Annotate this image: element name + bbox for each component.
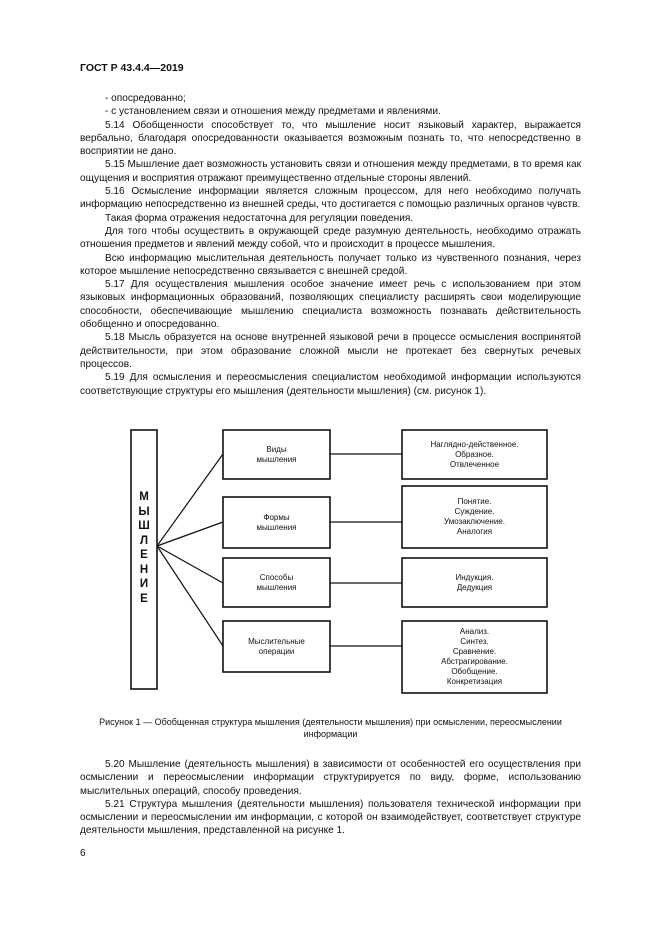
box-line: мышления	[256, 454, 297, 464]
box-line: Суждение.	[454, 507, 495, 516]
box-line: Образное.	[455, 449, 494, 459]
vertical-letter: Ш	[138, 520, 150, 532]
body-text-top: - опосредованно; - с установлением связи …	[80, 92, 581, 398]
box-line: Индукция.	[455, 572, 494, 582]
paragraph: Для того чтобы осуществить в окружающей …	[80, 225, 581, 251]
paragraph: 5.18 Мысль образуется на основе внутренн…	[80, 332, 581, 370]
thinking-box	[130, 429, 158, 690]
connector-line	[156, 453, 224, 547]
vertical-letter: Е	[140, 592, 148, 605]
box-line: мышления	[256, 582, 297, 592]
right-box-forms	[401, 485, 548, 549]
body-text-bottom: 5.20 Мышление (деятельность мышления) в …	[80, 758, 581, 838]
figure-caption: Рисунок 1 — Обобщенная структура мышлени…	[99, 717, 562, 739]
box-line: Наглядно-действенное.	[430, 439, 519, 449]
vertical-letter: Ы	[138, 505, 150, 518]
right-box-label: Индукция.Дедукция	[402, 558, 547, 607]
vertical-letter: М	[139, 491, 149, 503]
vertical-letter: Л	[139, 534, 149, 547]
paragraph: Всю информацию мыслительная деятельность…	[80, 252, 581, 277]
connector-line	[156, 545, 224, 584]
paragraph: 5.15 Мышление дает возможность установит…	[80, 159, 581, 184]
paragraph: - опосредованно;	[105, 93, 186, 104]
right-box-label: Наглядно-действенное.Образное.Отвлеченно…	[402, 430, 547, 479]
paragraph: 5.21 Структура мышления (деятельности мы…	[80, 798, 581, 837]
box-line: Абстрагирование.	[441, 657, 508, 666]
box-line: Конкретизация	[446, 677, 503, 686]
vertical-letter: Е	[140, 549, 148, 561]
box-line: Дедукция	[456, 582, 493, 592]
box-line: Обобщение.	[451, 667, 498, 676]
box-line: Отвлеченное	[449, 459, 500, 469]
paragraph: - с установлением связи и отношения межд…	[105, 106, 441, 118]
box-line: Мыслительные	[248, 636, 305, 646]
paragraph: 5.19 Для осмысления и переосмысления спе…	[80, 372, 581, 397]
vertical-letter: Н	[139, 563, 149, 576]
paragraph: 5.17 Для осуществления мышления особое з…	[80, 279, 581, 331]
paragraph: 5.16 Осмысление информации является слож…	[80, 186, 581, 211]
box-line: Синтез.	[460, 637, 489, 646]
right-box-label: Анализ.Синтез.Сравнение.Абстрагирование.…	[402, 621, 547, 693]
page-number: 6	[80, 848, 86, 859]
connector-line	[156, 521, 224, 547]
box-line: Формы	[263, 512, 290, 522]
box-line: Сравнение.	[452, 647, 497, 656]
connector-line	[156, 545, 224, 647]
box-line: операции	[258, 646, 295, 656]
vertical-letter: И	[139, 578, 149, 590]
paragraph: 5.14 Обобщенности способствует то, что м…	[80, 119, 581, 158]
box-line: Анализ.	[459, 627, 490, 636]
box-line: Виды	[266, 444, 287, 454]
right-box-label: Понятие.Суждение.Умозаключение.Аналогия	[402, 486, 547, 548]
box-line: Способы	[259, 572, 294, 582]
box-line: Понятие.	[457, 497, 492, 506]
right-box-operations	[401, 620, 548, 694]
box-line: Аналогия	[456, 527, 493, 536]
document-header: ГОСТ Р 43.4.4—2019	[80, 62, 184, 74]
paragraph: Такая форма отражения недостаточна для р…	[105, 212, 414, 224]
box-line: мышления	[256, 522, 297, 532]
box-line: Умозаключение.	[444, 517, 505, 526]
paragraph: 5.20 Мышление (деятельность мышления) в …	[80, 759, 581, 797]
